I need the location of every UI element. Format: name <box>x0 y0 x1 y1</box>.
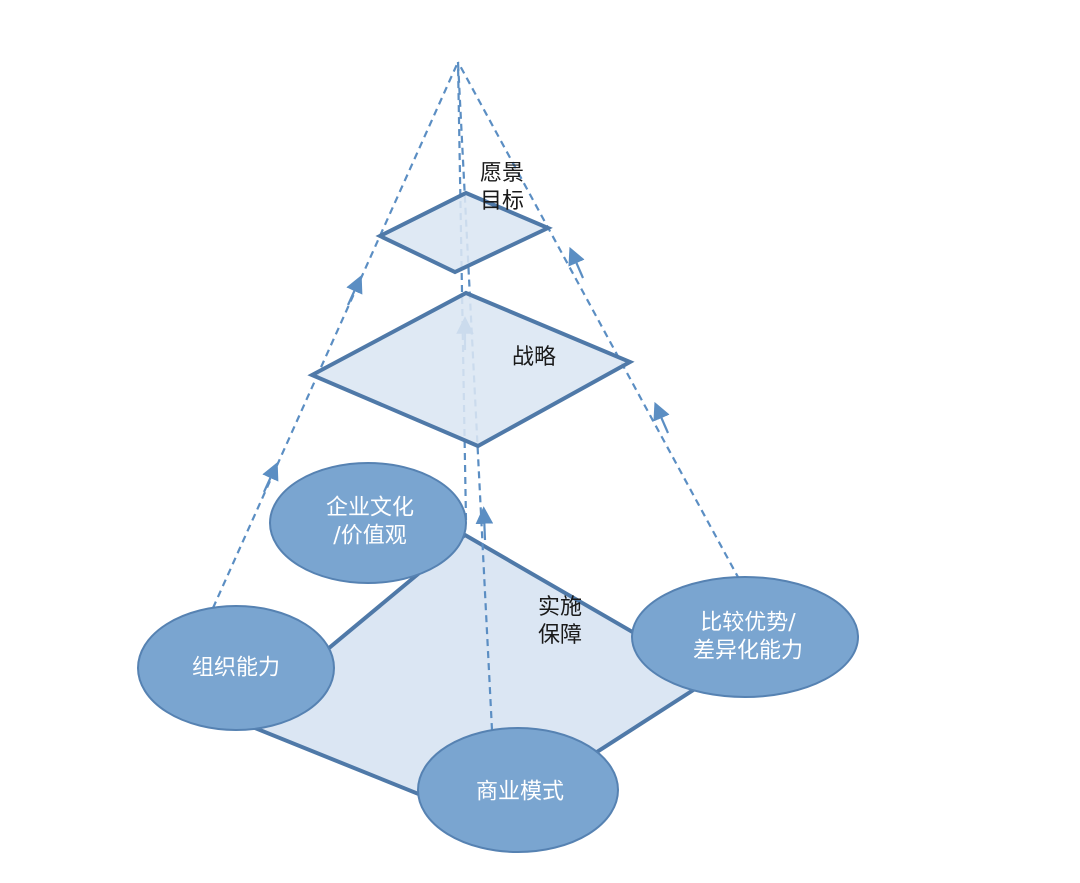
vision-label-line1: 愿景 <box>480 161 525 186</box>
arrow-advantage-lower <box>653 401 670 434</box>
line-organization-to-apex <box>211 61 460 609</box>
culture-label: 企业文化 /价值观 <box>326 495 414 550</box>
vision-label: 愿景 目标 <box>480 160 524 215</box>
business-model-ellipse <box>417 727 619 853</box>
line-advantage-to-apex <box>457 61 746 591</box>
advantage-label-line2: 差异化能力 <box>692 638 804 663</box>
arrow-advantage-upper <box>568 246 585 279</box>
line-business-model-to-apex <box>456 61 494 731</box>
organization-label: 组织能力 <box>192 654 280 682</box>
strategy-label: 战略 <box>512 344 556 372</box>
culture-label-line2: /价值观 <box>333 523 407 548</box>
execution-label-line2: 保障 <box>538 622 583 648</box>
vision-label-line2: 目标 <box>480 188 525 214</box>
strategy-label-text: 战略 <box>512 345 557 370</box>
business-model-label: 商业模式 <box>476 778 564 806</box>
culture-label-line1: 企业文化 <box>325 495 415 521</box>
execution-label-line1: 实施 <box>538 595 583 620</box>
culture-ellipse <box>269 462 467 584</box>
line-culture-to-apex <box>456 61 468 521</box>
organization-ellipse <box>137 605 335 731</box>
advantage-label-line1: 比较优势/ <box>700 610 796 636</box>
advantage-ellipse <box>631 576 859 698</box>
business-model-label-text: 商业模式 <box>475 779 565 805</box>
arrow-organization-upper <box>346 274 363 306</box>
organization-label-text: 组织能力 <box>191 655 281 681</box>
advantage-label: 比较优势/ 差异化能力 <box>693 610 803 665</box>
arrow-business-model <box>475 506 494 541</box>
arrow-organization-lower <box>262 461 279 493</box>
direction-arrows <box>262 246 670 541</box>
convergence-lines <box>211 61 746 731</box>
strategy-plane <box>307 290 635 449</box>
execution-label: 实施 保障 <box>538 594 582 649</box>
vision-plane <box>375 190 553 275</box>
